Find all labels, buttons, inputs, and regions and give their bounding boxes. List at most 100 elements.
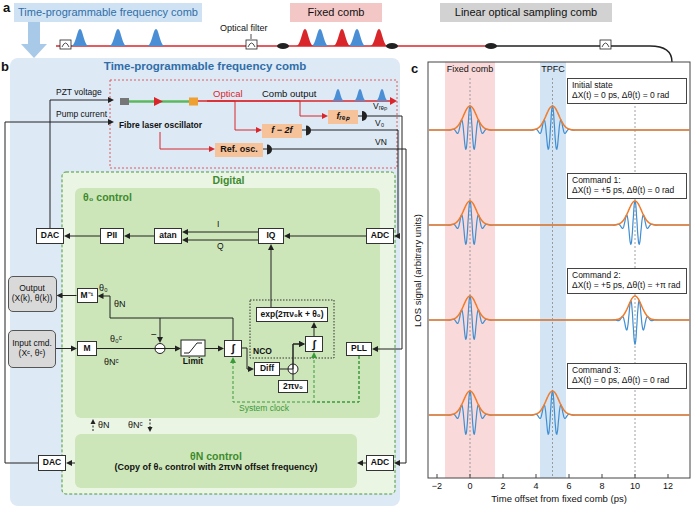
envelope-trace	[429, 391, 690, 415]
node-text: TPFC	[541, 64, 565, 74]
annotation: −	[151, 329, 157, 341]
signal-block: ∫	[224, 340, 242, 357]
io-box: Input cmd.(Xᶜ, θᶜ)	[8, 330, 56, 368]
axis-text: 6	[566, 481, 571, 491]
carrier-trace	[429, 296, 690, 344]
connector-line	[242, 348, 249, 369]
connector-line	[263, 149, 406, 463]
node-text: Time-programmable frequency comb	[18, 6, 198, 19]
connector-line	[187, 240, 258, 241]
connector	[205, 346, 224, 352]
panel-box: Time-programmable frequency combFibre la…	[10, 58, 400, 506]
pulse	[376, 89, 389, 101]
limiter-curve	[184, 343, 202, 353]
connector	[50, 97, 114, 228]
comb-band: Time-programmable frequency comb	[14, 3, 202, 22]
signal-block: M⁻¹	[77, 288, 98, 303]
node-text: Initial state	[572, 81, 613, 91]
pulse	[332, 89, 345, 101]
arrow-head	[108, 119, 114, 125]
connector	[358, 116, 402, 352]
node-text: Output	[19, 284, 45, 294]
node-text: Linear optical sampling comb	[455, 6, 597, 19]
signal-block: PLL	[346, 342, 372, 356]
comb-band: Linear optical sampling comb	[440, 3, 612, 22]
axis-ticks	[437, 474, 668, 478]
node-text: Time-programmable frequency comb	[104, 60, 306, 73]
axis-text: 4	[533, 481, 538, 491]
arrow-head	[98, 293, 104, 299]
node-text: ∫	[312, 338, 315, 351]
connector-line	[61, 295, 76, 296]
carrier-trace	[429, 106, 690, 149]
envelope-trace	[429, 106, 690, 130]
node-shape	[445, 62, 495, 478]
connector	[66, 460, 75, 466]
coupler	[277, 43, 289, 49]
connector	[311, 322, 317, 336]
axis-text: 12	[663, 481, 673, 491]
axis-text: Time offset from fixed comb (ps)	[491, 494, 627, 505]
envelope-trace	[429, 201, 690, 225]
plot-frame	[428, 62, 690, 478]
connector	[293, 341, 305, 380]
node-text: ∫	[231, 342, 234, 355]
laser-block: Fibre laser oscillator	[114, 92, 207, 132]
filter-symbol	[60, 40, 611, 49]
connector	[284, 233, 366, 239]
signal-block: 2πν₀	[278, 380, 308, 393]
pulse	[311, 29, 329, 46]
node-text: IQ	[267, 231, 276, 241]
connector	[98, 293, 234, 340]
arrow-head	[148, 427, 153, 432]
region-box: Digitalθ₀ controlPIIatanIQM⁻¹MLimit∫Diff…	[62, 172, 395, 494]
node-text: Fixed comb	[447, 64, 494, 74]
command-box: Command 1:ΔX(t) = +5 ps, Δθ(t) = 0 rad	[567, 173, 687, 199]
comb-band: Fixed comb	[445, 62, 495, 478]
connector	[5, 119, 114, 463]
feedback-wire	[160, 318, 161, 338]
arrow-head	[91, 419, 96, 424]
arrow-head	[394, 233, 400, 239]
connector	[311, 352, 359, 402]
arrow-head	[57, 293, 63, 299]
connector-line	[187, 232, 258, 233]
arrow-head	[311, 322, 317, 328]
connector-label: V₀	[374, 119, 385, 129]
connector	[268, 244, 274, 307]
carrier-trace	[429, 391, 690, 434]
pulse	[370, 29, 388, 46]
node-text: ΔX(t) = +5 ps, Δθ(t) = 0 rad	[572, 186, 674, 196]
node-text: Input cmd.	[12, 339, 52, 349]
axis-label: LOS signal (arbitrary units)	[413, 214, 424, 327]
trace-group	[429, 106, 690, 434]
signal-arrow	[93, 424, 94, 431]
connector	[242, 348, 254, 372]
connector-line	[233, 356, 359, 402]
connector-line	[289, 236, 366, 237]
annotation: c	[411, 62, 418, 77]
connector-label: VN	[374, 138, 388, 148]
carrier-trace	[429, 201, 690, 244]
axis-text: −2	[432, 481, 442, 491]
arrow-head	[394, 460, 400, 466]
command-box: Command 3:ΔX(t) = 0 ps, Δθ(t) = 0 rad	[567, 363, 687, 389]
axis-text: 2	[500, 481, 505, 491]
connector	[207, 101, 328, 119]
signal-block: IQ	[258, 228, 284, 244]
io-box: Output(X(k), θ(k))	[8, 276, 57, 312]
arrow-head	[390, 97, 397, 105]
arrow-head	[124, 233, 130, 239]
arrow-head	[182, 229, 188, 235]
axis-text: 10	[630, 481, 640, 491]
optical-block: fᵣₑₚ	[328, 110, 358, 124]
coupler	[485, 43, 497, 49]
connector	[302, 130, 400, 239]
node-shape	[75, 188, 380, 418]
limit-block: Limit	[181, 340, 205, 368]
comb-band: TPFC	[540, 62, 566, 478]
connector-line	[56, 348, 72, 349]
node-text: Digital	[212, 174, 244, 186]
pulse	[348, 29, 366, 46]
connector-line	[102, 296, 233, 340]
